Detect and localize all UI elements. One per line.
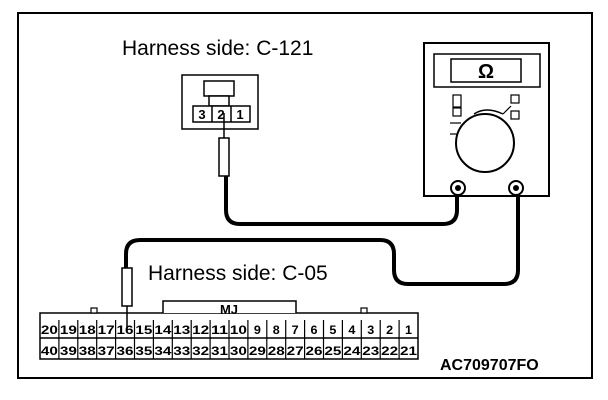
- c05-pin-label: 14: [154, 323, 171, 337]
- c05-pin-label: 25: [324, 344, 341, 358]
- c05-pin-label: 36: [117, 344, 134, 358]
- bottom-connector-label: Harness side: C-05: [148, 262, 328, 285]
- c121-latch: [203, 80, 235, 97]
- meter-range-box: [452, 94, 462, 108]
- c121-pin-row: [192, 105, 251, 123]
- c05-pin-label: 15: [135, 323, 152, 337]
- c05-pin-label: 10: [230, 323, 247, 337]
- c05-pin-label: 20: [41, 323, 58, 337]
- meter-range-box: [510, 110, 520, 120]
- c05-pin-label: 26: [306, 344, 323, 358]
- ohm-symbol: Ω: [478, 61, 494, 83]
- c05-pin-label: 1: [405, 323, 412, 337]
- c05-pin-label: 30: [230, 344, 247, 358]
- c05-pin-label: 39: [60, 344, 77, 358]
- probe-c05-handle: [121, 267, 133, 307]
- meter-range-box: [452, 107, 462, 117]
- c05-pin-label: 22: [381, 344, 398, 358]
- selector-dial: [455, 113, 515, 173]
- c05-pin-label: 3: [367, 323, 374, 337]
- c05-pin-label: 18: [79, 323, 96, 337]
- wire-to-c05: [124, 190, 520, 286]
- probe-c121: [218, 113, 230, 177]
- c05-pin-label: 23: [362, 344, 379, 358]
- c121-pin: 2: [217, 107, 224, 122]
- c05-pin-label: 35: [135, 344, 152, 358]
- c05-mj-key: [162, 300, 297, 313]
- c121-latch-base: [208, 95, 230, 107]
- c121-pin: 1: [236, 107, 243, 122]
- c05-pin-label: 9: [254, 323, 261, 337]
- c05-pin-label: 31: [211, 344, 228, 358]
- c05-pin-label: 37: [98, 344, 115, 358]
- meter-range-box: [510, 94, 520, 104]
- c05-pin-label: 29: [249, 344, 266, 358]
- diagram-frame: [17, 12, 593, 379]
- c05-pin-label: 24: [343, 344, 360, 358]
- probe-c05: [121, 267, 133, 330]
- test-wires: [124, 173, 520, 286]
- c05-pin-label: 12: [192, 323, 209, 337]
- c05-pin-label: 8: [273, 323, 280, 337]
- c05-pin-label: 7: [292, 323, 299, 337]
- connector-c121: 3 2 1: [181, 74, 259, 130]
- c05-pin-label: 21: [400, 344, 417, 358]
- c05-pin-label: 4: [348, 323, 355, 337]
- c05-pin-label: 33: [173, 344, 190, 358]
- c05-pin-label: 11: [211, 323, 228, 337]
- c05-pin-label: 28: [268, 344, 285, 358]
- c05-mj-label: MJ: [220, 302, 238, 317]
- c05-pin-label: 38: [79, 344, 96, 358]
- c05-pin-label: 17: [98, 323, 115, 337]
- figure-code: AC709707FO: [440, 357, 539, 374]
- c05-pin-label: 16: [117, 323, 134, 337]
- probe-c121-handle: [218, 137, 230, 177]
- c121-pin: 3: [198, 107, 205, 122]
- c05-pin-label: 32: [192, 344, 209, 358]
- c05-pin-label: 19: [60, 323, 77, 337]
- c05-pin-label: 27: [287, 344, 304, 358]
- wire-to-c121: [224, 173, 459, 226]
- c05-pin-label: 2: [386, 323, 393, 337]
- ohmmeter: Ω: [423, 42, 550, 197]
- c05-pin-label: 13: [173, 323, 190, 337]
- top-connector-label: Harness side: C-121: [122, 37, 313, 60]
- c05-pin-label: 5: [329, 323, 336, 337]
- c05-pin-label: 40: [41, 344, 58, 358]
- c05-pin-label: 6: [311, 323, 318, 337]
- c05-pin-label: 34: [154, 344, 171, 358]
